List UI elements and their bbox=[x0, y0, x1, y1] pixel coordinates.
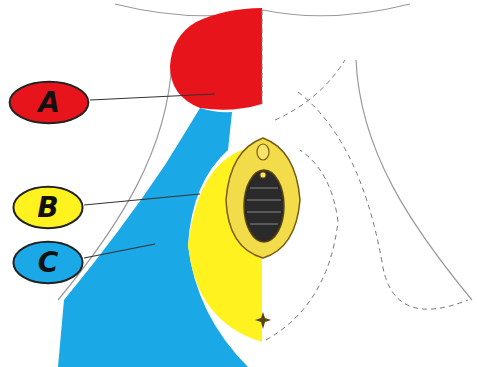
vaginal-rugae bbox=[247, 188, 281, 224]
region-letter: C bbox=[38, 249, 59, 277]
region-label: A bbox=[8, 80, 90, 125]
anus bbox=[255, 312, 271, 329]
region-letter: B bbox=[37, 194, 58, 222]
urethral-opening bbox=[260, 172, 266, 178]
vaginal-opening bbox=[244, 170, 284, 242]
vulva bbox=[226, 138, 300, 258]
region-letter: A bbox=[38, 89, 60, 117]
region-a bbox=[170, 8, 262, 110]
clitoris bbox=[257, 144, 269, 160]
region-label: B bbox=[12, 185, 84, 230]
region-label: C bbox=[12, 240, 84, 285]
leader-lines bbox=[84, 94, 215, 258]
